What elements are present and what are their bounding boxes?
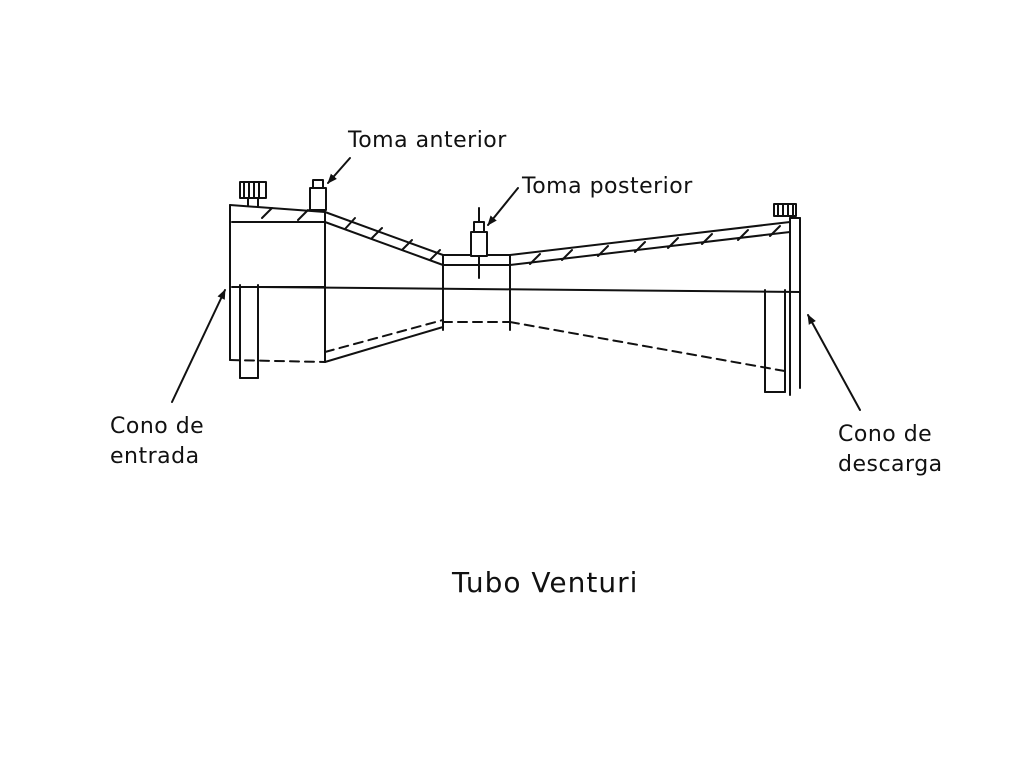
diagram-title: Tubo Venturi (452, 566, 639, 599)
diverging-cone (509, 221, 791, 373)
outlet-knob (773, 203, 797, 217)
wall-hatching (261, 207, 781, 265)
arrow-cono-descarga (807, 314, 861, 411)
label-cono-entrada: Cono de entrada (110, 412, 204, 472)
rear-pressure-tap (470, 207, 488, 279)
label-toma-posterior: Toma posterior (522, 174, 693, 199)
inlet-knob (239, 181, 267, 207)
throat (442, 254, 511, 331)
label-cono-descarga-line1: Cono de (838, 422, 933, 447)
inlet-flange (229, 204, 259, 379)
label-cono-descarga-clip: Cono de descarga (836, 420, 948, 490)
arrow-toma-anterior (327, 157, 351, 184)
outlet-flange (764, 217, 801, 396)
label-cono-entrada-line2: entrada (110, 444, 200, 469)
label-toma-anterior: Toma anterior (348, 128, 507, 153)
center-axis-line (257, 286, 801, 293)
arrow-cono-entrada (171, 289, 226, 403)
label-cono-descarga: Cono de descarga (838, 420, 943, 480)
front-pressure-tap (309, 179, 327, 211)
arrow-toma-posterior (487, 187, 519, 226)
inlet-cylinder (229, 204, 326, 363)
label-cono-entrada-line1: Cono de (110, 414, 205, 439)
label-cono-descarga-line2: descarga (838, 452, 943, 477)
